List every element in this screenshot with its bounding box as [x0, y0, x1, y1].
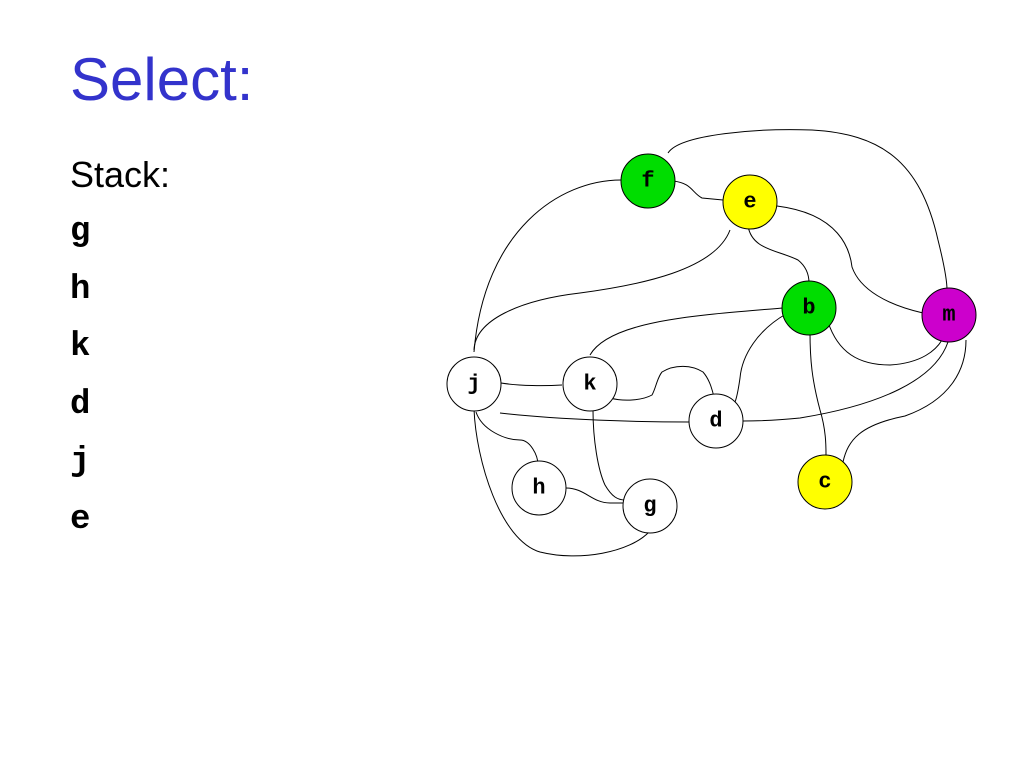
graph-node-j: j: [446, 356, 502, 412]
edge-m-d: [742, 341, 949, 422]
edge-f-m: [667, 129, 948, 291]
graph-nodes: f e b m j k d c: [446, 153, 977, 534]
edge-b-m: [827, 321, 943, 366]
stack-item: j: [70, 443, 91, 481]
node-circle: [688, 393, 744, 449]
stack-list: g h k d j e: [70, 212, 90, 557]
node-circle: [620, 153, 676, 209]
graph-node-e: e: [722, 174, 778, 230]
edge-j-k: [500, 382, 563, 387]
graph-node-c: c: [797, 454, 853, 510]
node-label: g: [643, 494, 656, 519]
edge-e-b: [747, 225, 810, 284]
edge-e-m: [776, 205, 924, 314]
node-circle: [622, 478, 678, 534]
edge-j-h: [475, 411, 539, 466]
node-circle: [446, 356, 502, 412]
node-label: b: [802, 296, 815, 321]
node-label: k: [583, 372, 596, 397]
graph-node-h: h: [511, 460, 567, 516]
node-label: j: [467, 372, 480, 397]
edge-j-d: [499, 412, 691, 423]
node-label: c: [818, 470, 831, 495]
node-circle: [722, 174, 778, 230]
stack-item: e: [70, 500, 91, 539]
stack-item: k: [70, 328, 91, 366]
stack-item: h: [70, 270, 91, 309]
stack-item: d: [70, 385, 91, 424]
edge-f-j: [473, 179, 622, 353]
graph-node-f: f: [620, 153, 676, 209]
node-label: d: [709, 409, 722, 434]
edge-e-j: [473, 229, 731, 351]
node-label: f: [641, 169, 654, 194]
node-circle: [781, 280, 837, 336]
edge-h-g: [565, 487, 623, 504]
node-circle: [511, 460, 567, 516]
edge-b-d: [734, 313, 787, 403]
node-circle: [797, 454, 853, 510]
stack-item: g: [70, 213, 91, 251]
graph-node-m: m: [921, 287, 977, 343]
edge-j-g: [473, 408, 650, 557]
edge-f-e: [672, 180, 724, 201]
edge-k-g: [592, 409, 626, 501]
stack-label: Stack:: [70, 154, 171, 195]
node-circle: [562, 356, 618, 412]
edge-k-d: [609, 365, 715, 401]
edge-b-k: [589, 307, 784, 356]
node-label: e: [743, 190, 756, 215]
node-label: h: [532, 476, 545, 501]
edge-m-c: [842, 339, 967, 463]
node-circle: [921, 287, 977, 343]
node-label: m: [942, 303, 955, 328]
graph-node-g: g: [622, 478, 678, 534]
edge-b-c: [809, 331, 827, 456]
graph-node-b: b: [781, 280, 837, 336]
slide-title: Select:: [70, 46, 254, 113]
graph-edges: [473, 129, 967, 557]
graph-node-k: k: [562, 356, 618, 412]
graph-node-d: d: [688, 393, 744, 449]
